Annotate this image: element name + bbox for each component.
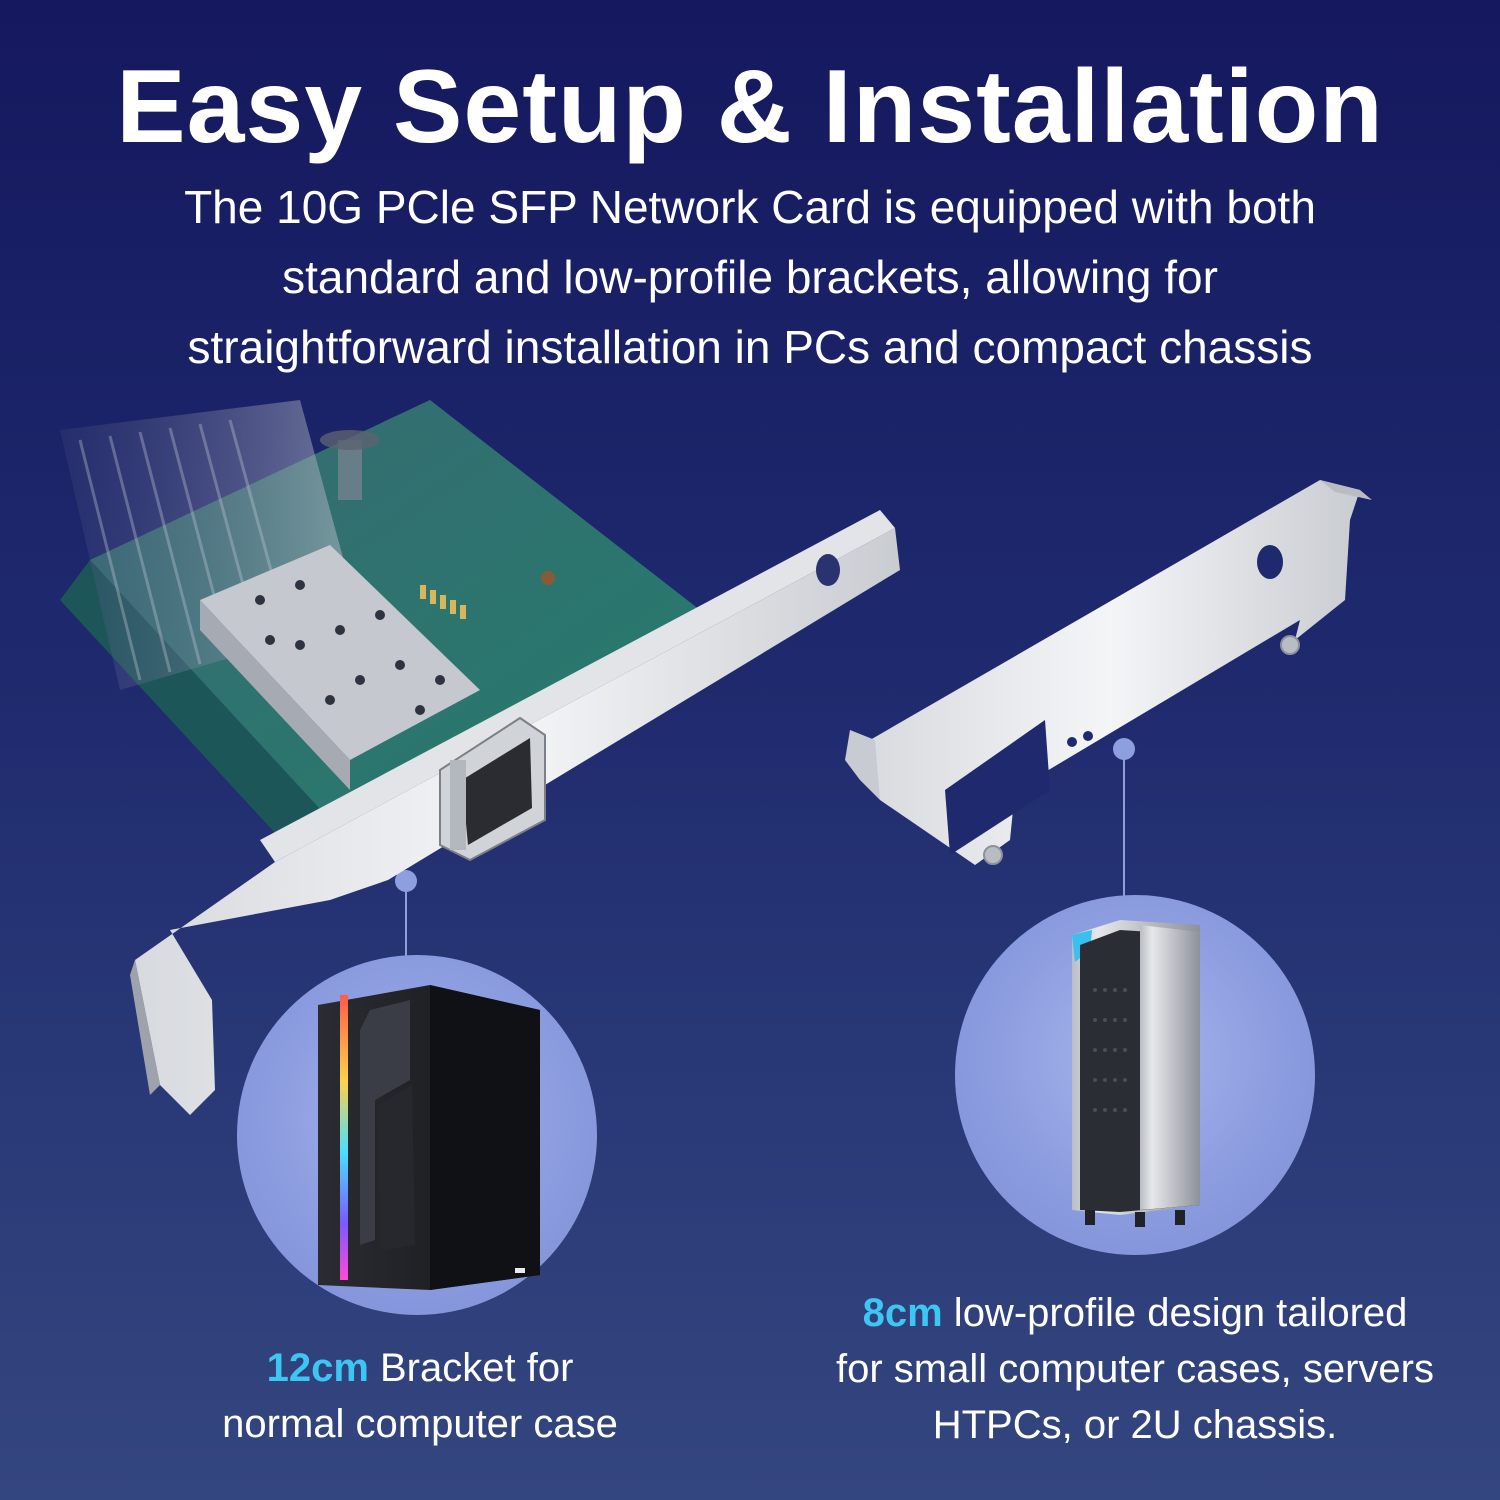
low-profile-bracket-illustration — [845, 480, 1372, 865]
standard-bracket-size: 12cm — [266, 1346, 369, 1390]
page-description: The 10G PCle SFP Network Card is equippe… — [100, 172, 1400, 382]
caption-text: for small computer cases, servers — [836, 1347, 1434, 1391]
standard-bracket-caption: 12cm Bracket for normal computer case — [150, 1340, 690, 1452]
gaming-tower-case-illustration — [318, 985, 540, 1290]
network-card-illustration — [60, 400, 900, 1115]
description-line: The 10G PCle SFP Network Card is equippe… — [184, 181, 1316, 233]
left-connector-line — [405, 880, 407, 970]
mini-server-case-illustration — [1072, 920, 1200, 1227]
right-connector-line — [1123, 750, 1125, 900]
low-profile-caption: 8cm low-profile design tailored for smal… — [800, 1285, 1470, 1453]
caption-text: Bracket for — [368, 1346, 574, 1390]
caption-text: HTPCs, or 2U chassis. — [932, 1403, 1338, 1447]
page-title: Easy Setup & Installation — [116, 49, 1384, 165]
caption-text: low-profile design tailored — [942, 1291, 1408, 1335]
description-line: standard and low-profile brackets, allow… — [282, 251, 1218, 303]
low-profile-size: 8cm — [862, 1291, 943, 1335]
left-connector-dot — [395, 870, 417, 892]
description-line: straightforward installation in PCs and … — [187, 321, 1313, 373]
right-connector-dot — [1113, 738, 1135, 760]
caption-text: normal computer case — [222, 1402, 618, 1446]
